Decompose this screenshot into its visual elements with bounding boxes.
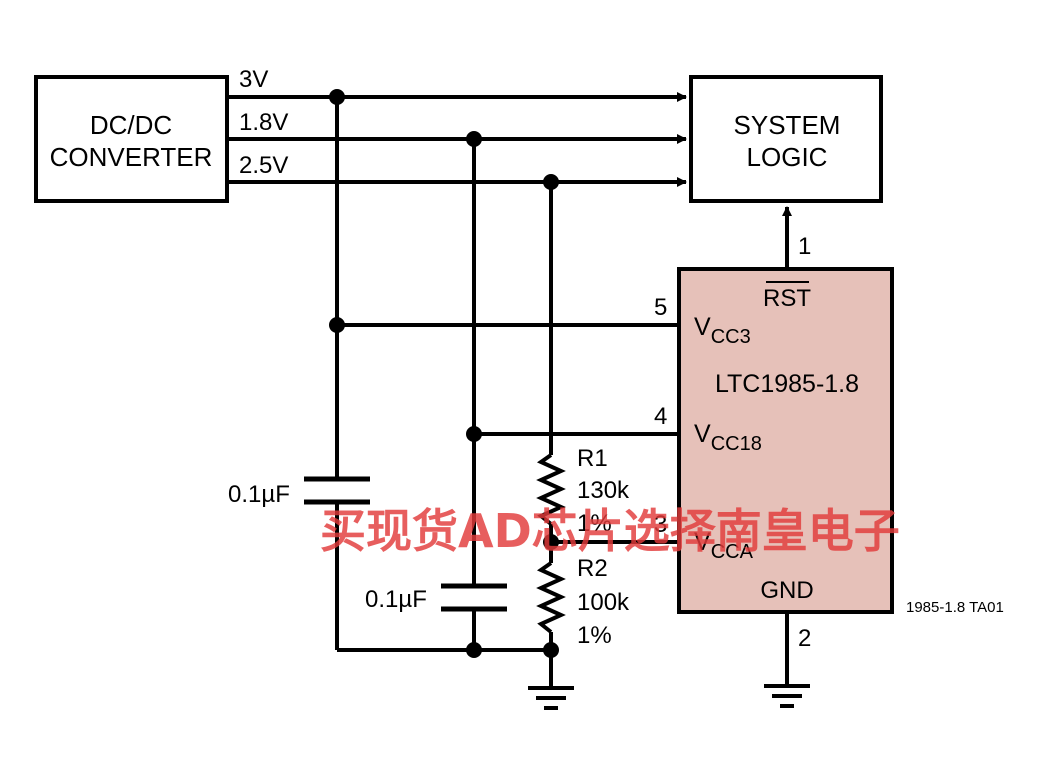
cap1-label: 0.1µF xyxy=(228,481,290,508)
ic-part-number: LTC1985-1.8 xyxy=(715,370,859,398)
power-rails xyxy=(227,92,687,187)
ic-gnd-label: GND xyxy=(760,577,813,604)
r1-name: R1 xyxy=(577,445,608,472)
pin-3-number: 3 xyxy=(654,511,667,538)
capacitor-c1 xyxy=(304,476,370,505)
capacitor-c2 xyxy=(441,583,507,612)
ic-vcca-label: VCCA xyxy=(694,528,754,563)
r1-tolerance: 1% xyxy=(577,510,612,537)
ground-symbol-right xyxy=(764,684,810,708)
junction-dots xyxy=(329,89,559,658)
pin-5-number: 5 xyxy=(654,294,667,321)
cap2-label: 0.1µF xyxy=(365,586,427,613)
resistor-r2 xyxy=(536,561,566,634)
pin-2-number: 2 xyxy=(798,625,811,652)
logic-label-line2: LOGIC xyxy=(747,142,828,172)
ltc1985-ic: LTC1985-1.8 RST VCC3 VCC18 VCCA GND xyxy=(677,267,894,614)
pin-1-number: 1 xyxy=(798,233,811,260)
ic-vcc3-label: VCC3 xyxy=(694,313,751,348)
r1-value: 130k xyxy=(577,477,630,504)
resistor-r1 xyxy=(536,453,566,526)
ground-symbol-left xyxy=(528,686,574,710)
ic-rst-label: RST xyxy=(763,285,811,312)
logic-label-line1: SYSTEM xyxy=(734,110,841,140)
r2-tolerance: 1% xyxy=(577,622,612,649)
rail-1v8-label: 1.8V xyxy=(239,109,288,136)
dcdc-converter-block: DC/DC CONVERTER xyxy=(34,75,229,203)
figure-id: 1985-1.8 TA01 xyxy=(906,599,1004,616)
converter-label-line1: DC/DC xyxy=(90,110,172,140)
converter-label-line2: CONVERTER xyxy=(50,142,213,172)
system-logic-block: SYSTEM LOGIC xyxy=(689,75,883,203)
wiring xyxy=(335,97,792,688)
r2-name: R2 xyxy=(577,555,608,582)
pin-4-number: 4 xyxy=(654,403,667,430)
ic-vcc18-label: VCC18 xyxy=(694,420,762,455)
rail-2v5-label: 2.5V xyxy=(239,152,288,179)
watermark-text: 买现货AD芯片选择南皇电子 xyxy=(320,504,900,558)
r2-value: 100k xyxy=(577,589,630,616)
rail-3v-label: 3V xyxy=(239,66,268,93)
